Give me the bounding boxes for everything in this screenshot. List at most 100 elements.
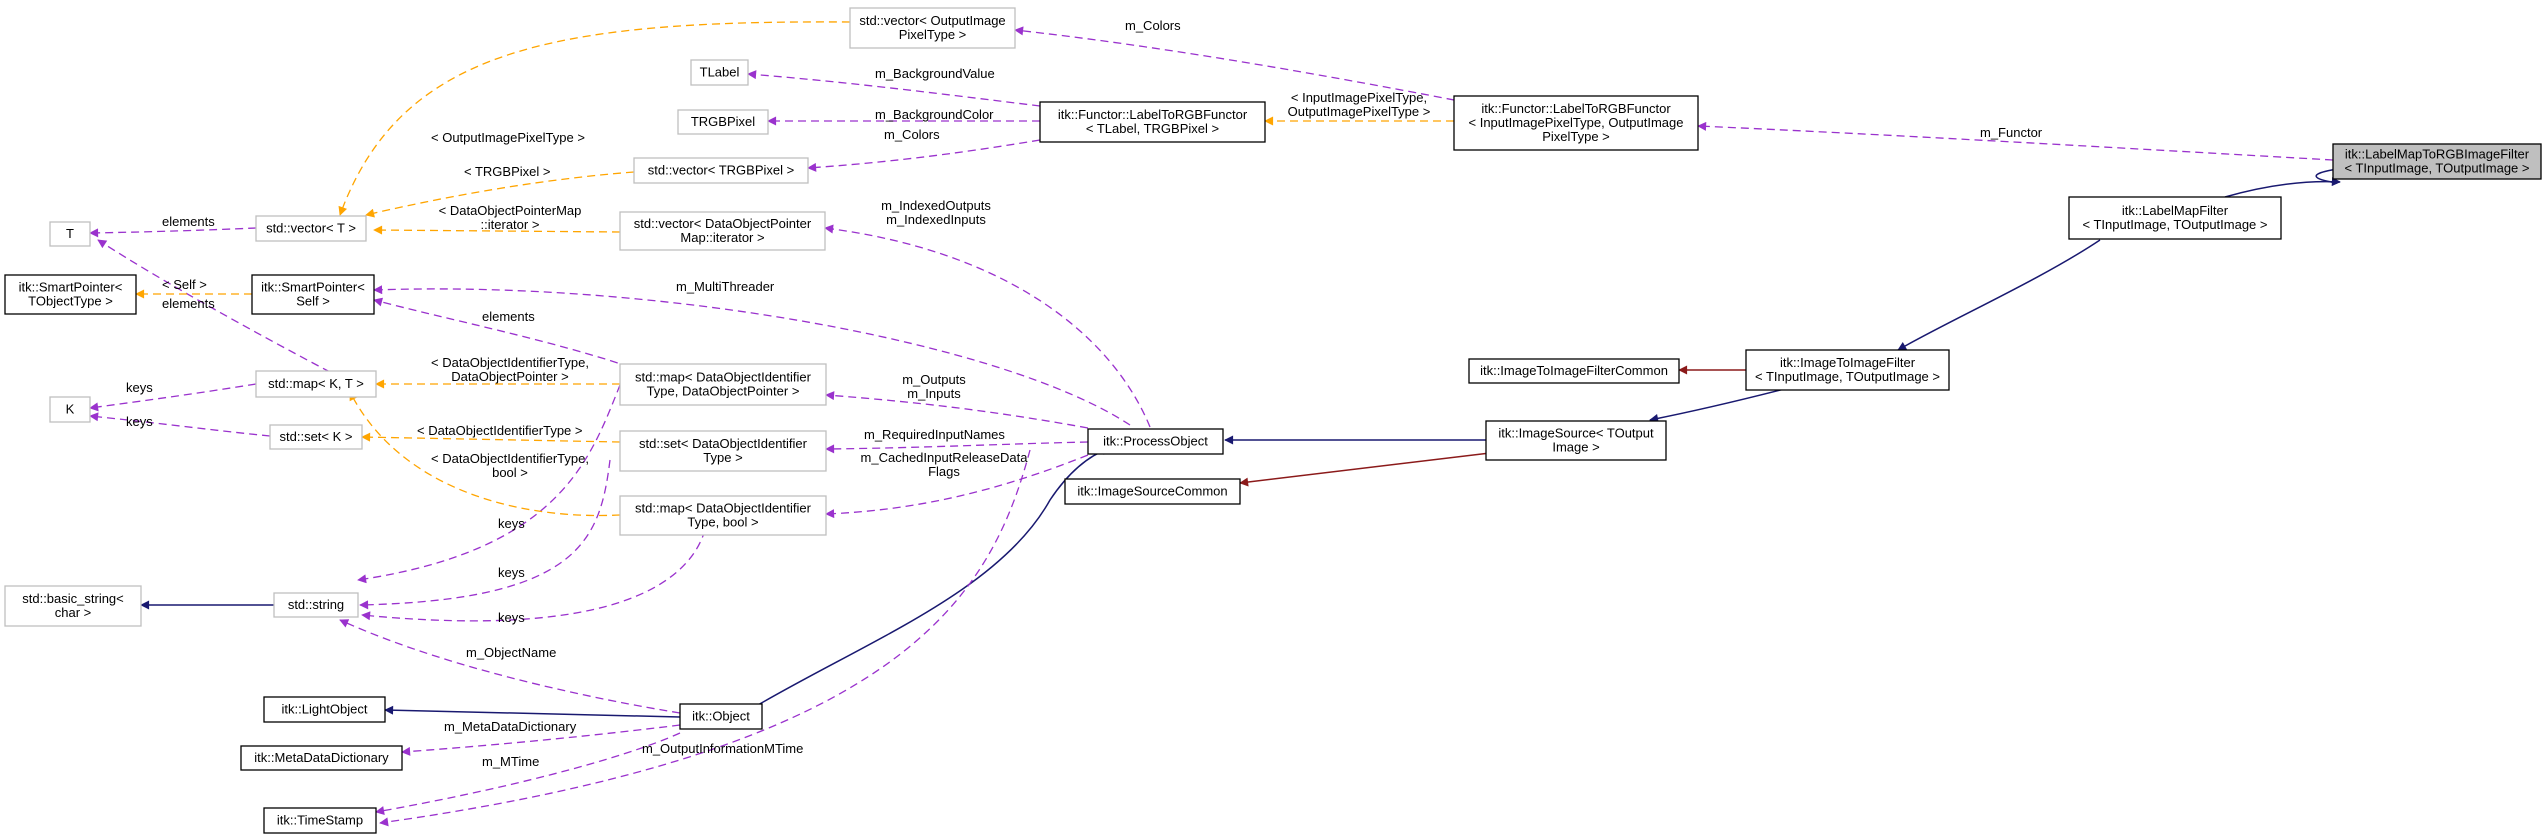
node-map-k-t[interactable]: std::map< K, T > [255,370,377,398]
meta-data-dictionary-label-line: itk::MetaDataDictionary [254,750,389,765]
t-box [49,221,91,247]
edge-smartpointer-self-to-processobject [373,285,1131,426]
edge-object-to-timestamp [375,732,681,816]
edge-tlabel-to-functor [747,70,1041,107]
edge-label-line: < OutputImagePixelType > [431,130,585,145]
edge-label-line: keys [126,380,153,395]
node-vector-data-object-pointer-map-iterator[interactable]: std::vector< DataObjectPointerMap::itera… [619,211,826,251]
node-label-map-filter[interactable]: itk::LabelMapFilter< TInputImage, TOutpu… [2068,196,2282,240]
edge-label-line: m_Inputs [907,386,961,401]
edge-label-line: < DataObjectIdentifierType > [417,423,582,438]
node-image-to-image-filter[interactable]: itk::ImageToImageFilter< TInputImage, TO… [1745,349,1950,391]
node-light-object[interactable]: itk::LightObject [263,696,386,723]
map-k-t-box [255,370,377,398]
set-doi-label-line: Type > [703,450,742,465]
tlabel-box [690,59,749,86]
image-source-label-line: Image > [1552,440,1599,455]
node-k[interactable]: K [49,396,91,423]
node-basic-string[interactable]: std::basic_string<char > [4,585,142,627]
node-image-to-image-filter-common[interactable]: itk::ImageToImageFilterCommon [1468,358,1680,384]
node-vector-trgbpixel[interactable]: std::vector< TRGBPixel > [633,157,809,184]
vector-output-pixel-label-line: PixelType > [899,27,967,42]
edge-label-line: m_OutputInformationMTime [642,741,803,756]
edge-label-line: m_BackgroundValue [875,66,995,81]
node-trgbpixel[interactable]: TRGBPixel [677,109,769,135]
k-box [49,396,91,423]
node-std-string[interactable]: std::string [273,592,359,618]
node-label-to-rgb-functor[interactable]: itk::Functor::LabelToRGBFunctor< TLabel,… [1039,101,1266,143]
label-to-rgb-functor-label-line: itk::Functor::LabelToRGBFunctor [1058,107,1248,122]
edge-processobject-to-timestamp [379,449,1031,827]
label-to-rgb-functor-tpl-label-line: itk::Functor::LabelToRGBFunctor [1481,101,1671,116]
node-label-to-rgb-functor-template[interactable]: itk::Functor::LabelToRGBFunctor< InputIm… [1453,95,1699,151]
edge-label-line: DataObjectPointer > [451,369,568,384]
edge-map-doi-bool-to-string [361,529,706,622]
vector-dop-iter-label-line: Map::iterator > [680,230,764,245]
edge-label-line: m_Colors [1125,18,1181,33]
node-itk-object[interactable]: itk::Object [679,703,763,730]
edge-label-m-background-color: m_BackgroundColor [875,107,994,122]
edge-label-line: ::iterator > [481,217,540,232]
node-set-doi[interactable]: std::set< DataObjectIdentifierType > [619,430,827,472]
node-process-object[interactable]: itk::ProcessObject [1087,428,1224,455]
smartpointer-self-label-line: itk::SmartPointer< [261,280,365,295]
vector-trgb-label-line: std::vector< TRGBPixel > [648,163,794,178]
label-map-to-rgb-label-line: itk::LabelMapToRGBImageFilter [2345,147,2530,162]
edge-label-line: elements [162,214,215,229]
basic-string-label-line: std::basic_string< [22,591,124,606]
edge-label-tpl-self: < Self > [162,277,207,292]
edge-label-line: m_Functor [1980,125,2043,140]
edge-label-tpl-dop-map: < DataObjectPointerMap::iterator > [439,203,582,232]
edge-label-keys-3: keys [498,610,525,625]
map-doi-bool-label-line: Type, bool > [687,515,758,530]
edge-vectort-to-vectortrgb [365,171,635,218]
edge-label-line: m_RequiredInputNames [864,427,1005,442]
node-vector-output-image-pixel-type[interactable]: std::vector< OutputImagePixelType > [849,7,1016,49]
image-source-label-line: itk::ImageSource< TOutput [1498,426,1654,441]
image-to-image-filter-label-line: < TInputImage, TOutputImage > [1755,369,1940,384]
image-source-box [1485,420,1667,461]
time-stamp-label-line: itk::TimeStamp [277,813,363,828]
node-meta-data-dictionary[interactable]: itk::MetaDataDictionary [240,745,403,771]
node-time-stamp[interactable]: itk::TimeStamp [263,807,377,834]
node-t[interactable]: T [49,221,91,247]
edge-label-line: m_BackgroundColor [875,107,994,122]
edge-label-line: < TRGBPixel > [464,164,550,179]
node-label-map-to-rgb-image-filter[interactable]: itk::LabelMapToRGBImageFilter< TInputIma… [2332,143,2542,180]
edge-label-line: keys [498,565,525,580]
node-smartpointer-tobjecttype[interactable]: itk::SmartPointer<TObjectType > [4,274,137,315]
node-image-source-common[interactable]: itk::ImageSourceCommon [1064,478,1241,505]
edge-k-to-map-kt [89,383,257,412]
node-map-doi-bool[interactable]: std::map< DataObjectIdentifierType, bool… [619,495,827,536]
smartpointer-tobject-label-line: itk::SmartPointer< [19,280,123,295]
edge-label-keys-1: keys [498,516,525,531]
node-smartpointer-self[interactable]: itk::SmartPointer<Self > [251,274,375,315]
vector-dop-iter-label-line: std::vector< DataObjectPointer [634,216,812,231]
edge-label-m-background-value: m_BackgroundValue [875,66,995,81]
edge-label-elements-sp: elements [482,309,535,324]
edge-label-line: m_MultiThreader [676,279,775,294]
edge-label-line: m_IndexedOutputs [881,198,991,213]
t-label-line: T [66,226,74,241]
edge-object-to-processobject [757,446,1111,706]
node-map-doi-dop[interactable]: std::map< DataObjectIdentifierType, Data… [619,363,827,406]
edge-map-doi-dop-to-string [357,384,621,584]
image-to-image-filter-common-label-line: itk::ImageToImageFilterCommon [1480,363,1668,378]
edge-label-line: < Self > [162,277,207,292]
node-tlabel[interactable]: TLabel [690,59,749,86]
node-image-source[interactable]: itk::ImageSource< TOutputImage > [1485,420,1667,461]
node-set-k[interactable]: std::set< K > [269,424,363,450]
trgbpixel-box [677,109,769,135]
edge-label-m-colors: m_Colors [884,127,940,142]
edge-lightobject-to-object [384,705,681,718]
label-to-rgb-functor-label-line: < TLabel, TRGBPixel > [1086,121,1219,136]
trgbpixel-label-line: TRGBPixel [691,114,755,129]
edge-label-keys-2: keys [498,565,525,580]
image-to-image-filter-label-line: itk::ImageToImageFilter [1780,355,1916,370]
std-string-box [273,592,359,618]
edge-label-m-required: m_RequiredInputNames [864,427,1005,442]
node-vector-t[interactable]: std::vector< T > [255,215,367,242]
vector-output-pixel-box [849,7,1016,49]
edge-label-tpl-functor: < InputImagePixelType,OutputImagePixelTy… [1288,90,1431,119]
